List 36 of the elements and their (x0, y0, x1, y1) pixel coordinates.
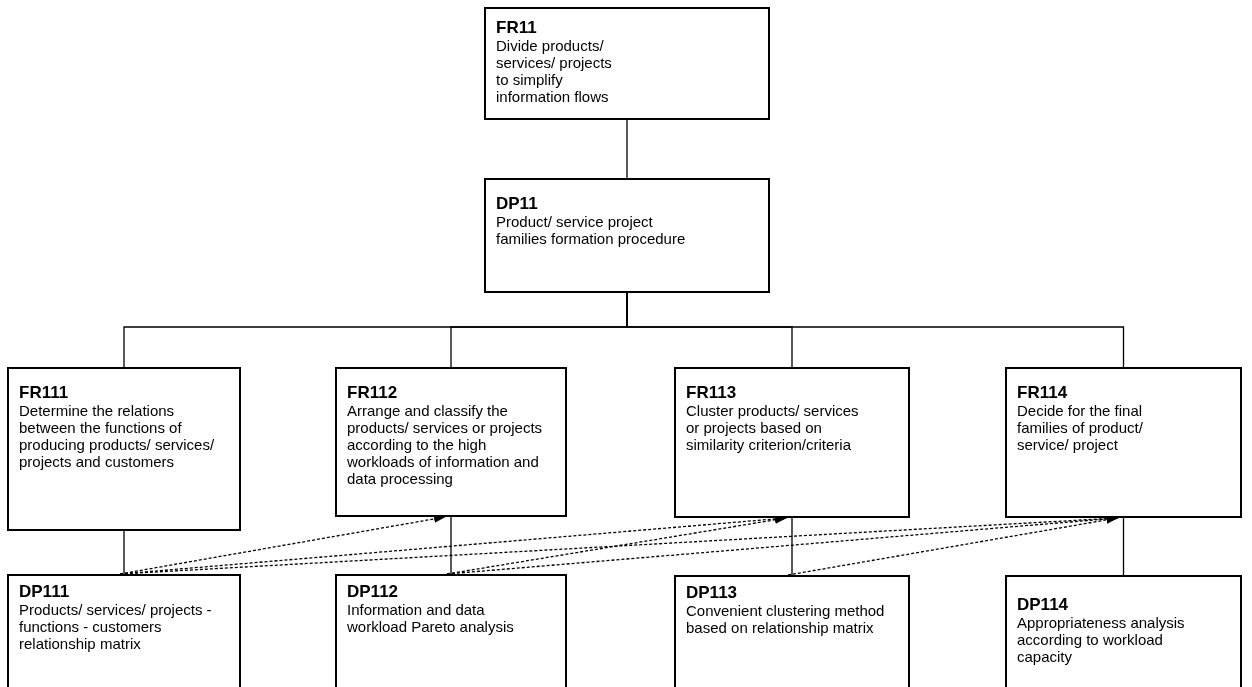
node-description: Convenient clustering method based on relationship matrix (686, 602, 886, 636)
requirement-box (674, 367, 910, 518)
node-description: Cluster products/ services or projects based on similarity criterion/criteria (686, 402, 860, 453)
node-description: Product/ service project families formation procedure (496, 213, 686, 247)
connector-line (791, 517, 793, 576)
design-parameter-box (674, 575, 910, 687)
requirement-box (7, 367, 241, 531)
node-description: Decide for the final families of product/ service/ project (1017, 402, 1144, 453)
node-id: DP114 (1017, 595, 1070, 614)
requirement-box (335, 367, 567, 517)
node-id: DP111 (19, 582, 71, 601)
node-id: DP11 (496, 194, 539, 213)
requirement-box (484, 7, 770, 120)
connector-line (626, 292, 1125, 368)
connector-line (123, 530, 125, 575)
node-id: DP112 (347, 582, 400, 601)
node-id: FR113 (686, 383, 738, 402)
node-id: DP113 (686, 583, 739, 602)
connector-line (1122, 517, 1125, 576)
design-parameter-box (1005, 575, 1242, 687)
design-parameter-box (484, 178, 770, 293)
design-parameter-box (7, 574, 241, 687)
node-description: Appropriateness analysis according to workload capacity (1017, 614, 1186, 665)
node-description: Information and data workload Pareto analysis (347, 601, 515, 635)
node-id: FR114 (1017, 383, 1069, 402)
node-description: Arrange and classify the products/ services or projects according to the high workloads of information and data processing (347, 402, 544, 487)
node-description: Products/ services/ projects - functions - customers relationship matrix (19, 601, 213, 652)
connector-line (450, 516, 452, 575)
node-id: FR11 (496, 18, 538, 37)
requirement-box (1005, 367, 1242, 518)
node-id: FR112 (347, 383, 399, 402)
node-description: Determine the relations between the functions of producing products/ services/ projects and customers (19, 402, 216, 470)
node-id: FR111 (19, 383, 70, 402)
design-parameter-box (335, 574, 567, 687)
node-description: Divide products/ services/ projects to simplify information flows (496, 37, 613, 105)
connector-line (626, 119, 628, 179)
